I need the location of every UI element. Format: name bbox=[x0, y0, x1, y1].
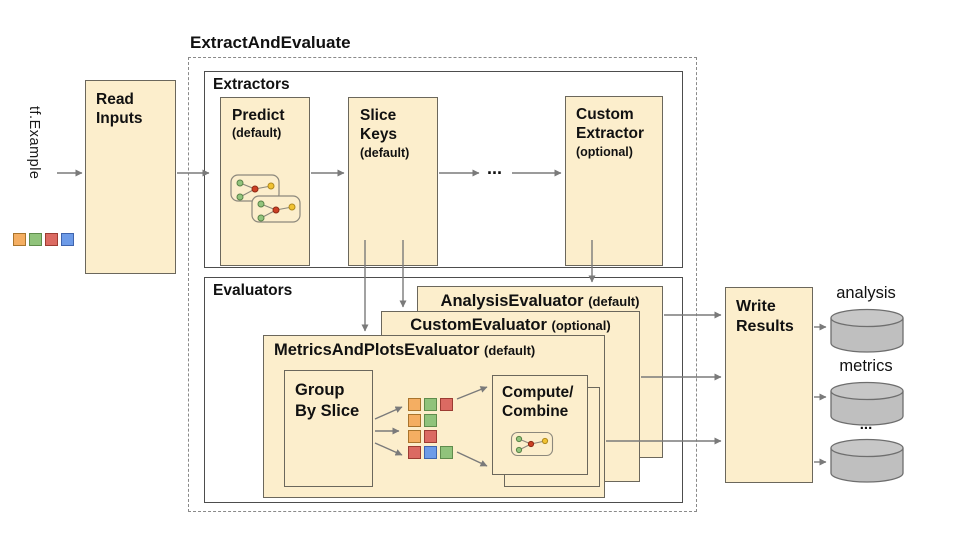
metrics-evaluator-label: MetricsAndPlotsEvaluator (default) bbox=[264, 341, 604, 360]
custom-evaluator-subtitle: (optional) bbox=[551, 318, 611, 333]
analysis-evaluator-subtitle: (default) bbox=[588, 294, 640, 309]
other-database-icon bbox=[830, 438, 904, 483]
green-data-square bbox=[424, 414, 437, 427]
write-results-label: Write Results bbox=[736, 298, 794, 335]
group-by-slice-label: Group By Slice bbox=[295, 381, 360, 420]
orange-data-square bbox=[13, 233, 26, 246]
page-title: ExtractAndEvaluate bbox=[190, 33, 351, 52]
metrics-evaluator-subtitle: (default) bbox=[483, 343, 536, 358]
custom-extractor-title: Custom Extractor bbox=[576, 106, 645, 143]
slice-keys-title: Slice Keys bbox=[360, 107, 398, 144]
red-data-square bbox=[408, 446, 421, 459]
extractors-label: Extractors bbox=[213, 76, 290, 93]
output-metrics-label: metrics bbox=[839, 357, 893, 375]
red-data-square bbox=[440, 398, 453, 411]
orange-data-square bbox=[408, 398, 421, 411]
model-graph-icon bbox=[230, 174, 301, 223]
slice-row bbox=[408, 430, 437, 443]
analysis-database-icon bbox=[830, 308, 904, 353]
blue-data-square bbox=[424, 446, 437, 459]
custom-evaluator-title: CustomEvaluator bbox=[410, 316, 547, 334]
write-results-box: Write Results bbox=[725, 287, 813, 483]
extract-and-evaluate-boundary bbox=[188, 57, 697, 512]
slice-row bbox=[408, 398, 453, 411]
custom-extractor-box: Custom Extractor (optional) bbox=[565, 96, 663, 266]
evaluators-label: Evaluators bbox=[213, 282, 293, 299]
analysis-evaluator-title: AnalysisEvaluator bbox=[440, 292, 584, 310]
read-inputs-label: Read Inputs bbox=[96, 91, 143, 128]
blue-data-square bbox=[61, 233, 74, 246]
metrics-database-icon bbox=[830, 381, 904, 426]
red-data-square bbox=[45, 233, 58, 246]
read-inputs-box: Read Inputs bbox=[85, 80, 176, 274]
orange-data-square bbox=[408, 414, 421, 427]
custom-evaluator-label: CustomEvaluator (optional) bbox=[382, 316, 639, 335]
predict-extractor-box: Predict (default) bbox=[220, 97, 310, 266]
output-ellipsis: ... bbox=[859, 416, 873, 433]
compute-combine-label: Compute/ Combine bbox=[502, 384, 574, 421]
evaluators-container: Evaluators bbox=[204, 277, 683, 503]
slice-keys-subtitle: (default) bbox=[360, 145, 410, 160]
output-analysis-label: analysis bbox=[836, 284, 896, 302]
combine-graph-icon bbox=[510, 431, 554, 457]
green-data-square bbox=[424, 398, 437, 411]
green-data-square bbox=[440, 446, 453, 459]
compute-combine-box: Compute/ Combine bbox=[492, 375, 588, 475]
group-by-slice-box: Group By Slice bbox=[284, 370, 373, 487]
orange-data-square bbox=[408, 430, 421, 443]
predict-subtitle: (default) bbox=[232, 126, 282, 141]
input-format-label: tf.Example bbox=[26, 106, 42, 180]
red-data-square bbox=[424, 430, 437, 443]
slice-keys-extractor-box: Slice Keys (default) bbox=[348, 97, 438, 266]
green-data-square bbox=[29, 233, 42, 246]
metrics-evaluator-title: MetricsAndPlotsEvaluator bbox=[274, 341, 480, 359]
extractors-ellipsis: ... bbox=[487, 158, 503, 178]
input-examples-squares bbox=[13, 233, 74, 246]
slice-row bbox=[408, 414, 437, 427]
custom-extractor-subtitle: (optional) bbox=[576, 144, 633, 159]
analysis-evaluator-label: AnalysisEvaluator (default) bbox=[418, 292, 662, 311]
predict-title: Predict bbox=[232, 107, 285, 124]
slice-row bbox=[408, 446, 453, 459]
